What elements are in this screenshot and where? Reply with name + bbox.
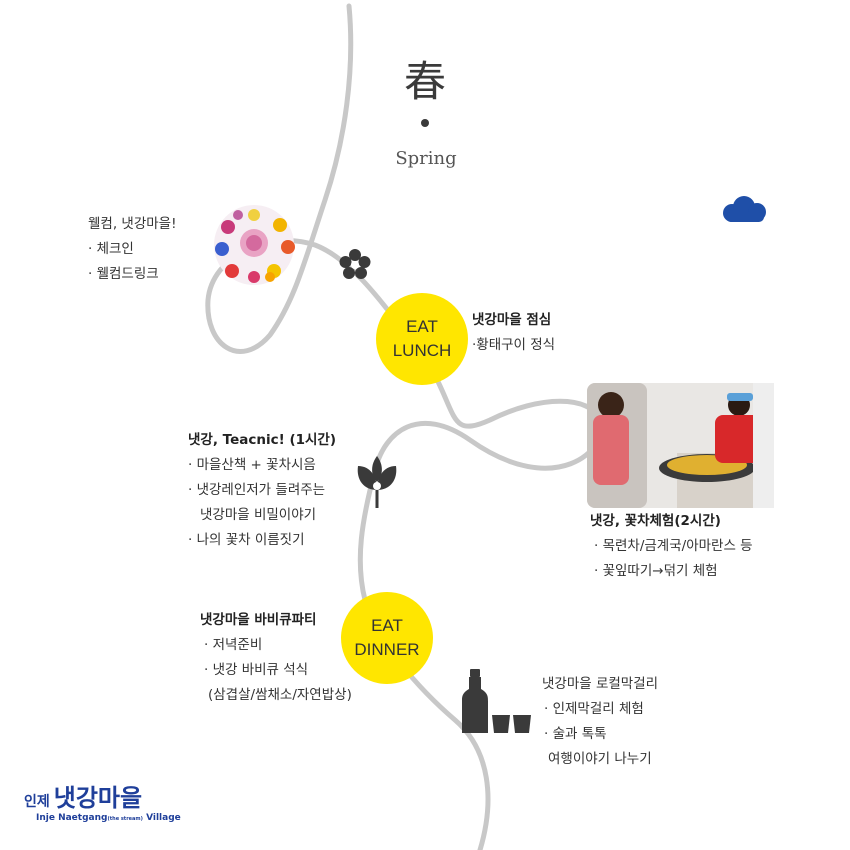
dinner-item: · 저녁준비 xyxy=(204,637,263,653)
season-label: Spring xyxy=(395,148,457,169)
season-kanji: 春 xyxy=(403,57,446,106)
flowertea-block: 냇강, 꽃차체험(2시간) · 목련차/금계국/아마란스 등 · 꽃잎따기→덖기… xyxy=(590,509,753,584)
teacnic-item: · 마을산책 + 꽃차시음 xyxy=(188,457,316,473)
flower-icon xyxy=(339,249,371,279)
dinner-item: · 냇강 바비큐 석식 xyxy=(204,662,309,678)
lunch-block: 냇강마을 점심 ·황태구이 정식 xyxy=(472,308,555,358)
lunch-detail: ·황태구이 정식 xyxy=(472,337,556,353)
makgeolli-item: · 술과 톡톡 xyxy=(544,726,607,742)
lunch-title: 냇강마을 점심 xyxy=(472,312,552,328)
teacnic-item: · 냇강레인저가 들려주는 xyxy=(188,482,326,498)
divider-dot xyxy=(421,119,429,127)
flowertea-item: · 목련차/금계국/아마란스 등 xyxy=(594,538,753,554)
teacnic-item: 냇강마을 비밀이야기 xyxy=(200,507,317,523)
logo-sub-c: Village xyxy=(142,813,181,823)
makgeolli-item: · 인제막걸리 체험 xyxy=(544,701,644,717)
dinner-item: (삼겹살/쌈채소/자연밥상) xyxy=(208,687,352,703)
teacnic-block: 냇강, Teacnic! (1시간) · 마을산책 + 꽃차시음 · 냇강레인저… xyxy=(188,428,336,553)
cloud-icon xyxy=(723,196,766,222)
logo-sub-a: Inje Naetgang xyxy=(36,813,108,823)
dinner-title: 냇강마을 바비큐파티 xyxy=(200,612,317,628)
eat-lunch-line2: LUNCH xyxy=(392,341,452,360)
logo-main-text: 냇강마을 xyxy=(53,784,143,812)
welcome-title: 웰컴, 냇강마을! xyxy=(88,216,177,232)
eat-lunch-badge: EAT LUNCH xyxy=(376,293,468,385)
makgeolli-block: 냇강마을 로컬막걸리 · 인제막걸리 체험 · 술과 톡톡 여행이야기 나누기 xyxy=(542,672,658,772)
welcome-item: · 체크인 xyxy=(88,241,134,257)
teacnic-title: 냇강, Teacnic! (1시간) xyxy=(188,432,337,448)
flower-tea-photo xyxy=(587,383,774,508)
welcome-drink-photo xyxy=(214,205,295,285)
makgeolli-title: 냇강마을 로컬막걸리 xyxy=(542,676,659,692)
makgeolli-item: 여행이야기 나누기 xyxy=(548,751,652,767)
teacnic-item: · 나의 꽃차 이름짓기 xyxy=(188,532,305,548)
tulip-icon xyxy=(357,456,397,508)
eat-dinner-badge: EAT DINNER xyxy=(341,592,433,684)
eat-dinner-line1: EAT xyxy=(371,616,403,635)
dinner-block: 냇강마을 바비큐파티 · 저녁준비 · 냇강 바비큐 석식 (삼겹살/쌈채소/자… xyxy=(200,608,352,708)
eat-dinner-line2: DINNER xyxy=(354,640,420,659)
logo-sub-b: (the stream) xyxy=(107,816,143,822)
logo-subtitle: Inje Naetgang(the stream) Village xyxy=(36,813,181,823)
flowertea-title: 냇강, 꽃차체험(2시간) xyxy=(590,513,721,529)
eat-lunch-line1: EAT xyxy=(406,317,438,336)
welcome-item: · 웰컴드링크 xyxy=(88,266,159,282)
flowertea-item: · 꽃잎따기→덖기 체험 xyxy=(594,563,718,579)
logo-small-text: 인제 xyxy=(24,794,50,810)
welcome-block: 웰컴, 냇강마을! · 체크인 · 웰컴드링크 xyxy=(88,212,177,287)
bottle-cups-icon xyxy=(462,669,531,733)
